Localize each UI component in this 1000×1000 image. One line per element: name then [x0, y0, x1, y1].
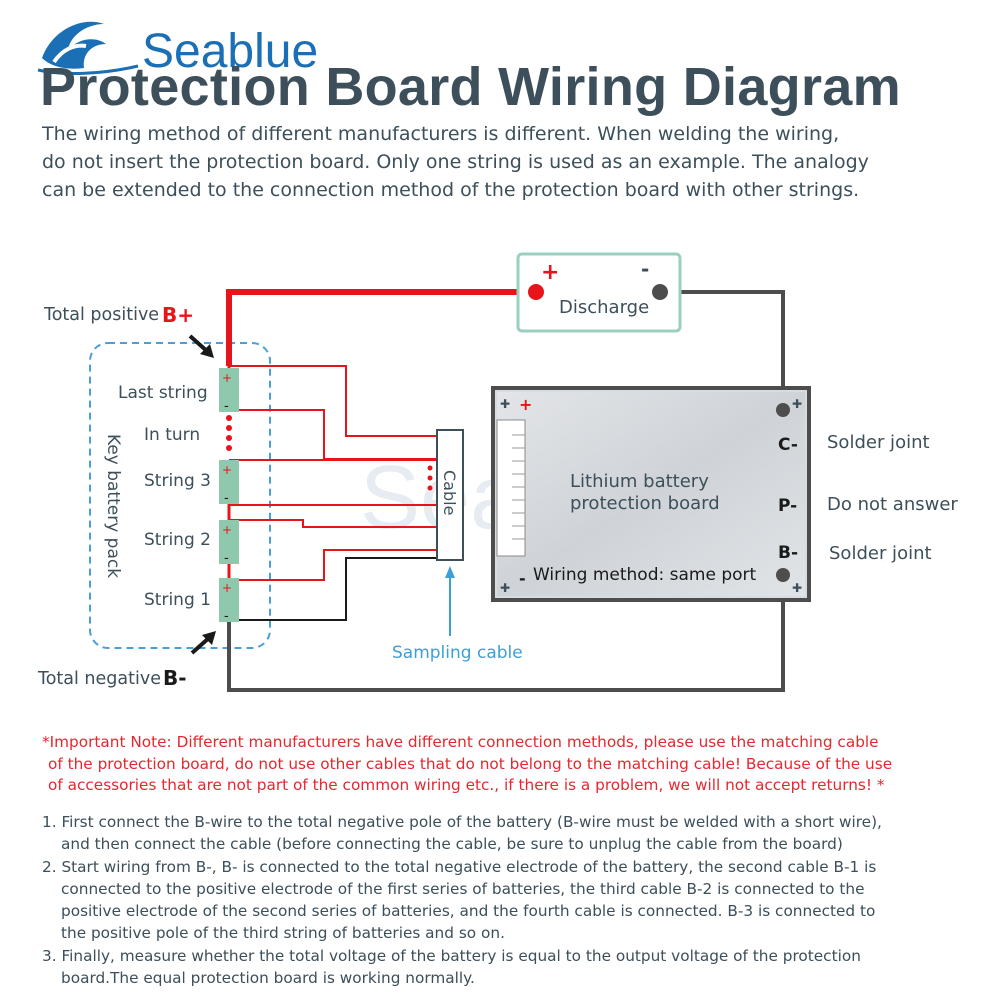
step-item: 3. Finally, measure whether the total vo…: [42, 947, 861, 987]
label-string-1: String 1: [144, 590, 211, 610]
pack-label: Key battery pack: [103, 434, 123, 578]
brand-name: Seablue: [142, 25, 319, 78]
cable-label: Cable: [440, 470, 459, 515]
arrow-total-positive-icon: [188, 334, 214, 358]
step-item: 1. First connect the B-wire to the total…: [42, 813, 882, 853]
label-in-turn: In turn: [144, 425, 200, 445]
discharge-minus-terminal: [652, 284, 668, 300]
cell-last: + -: [219, 368, 239, 414]
cable-connector: [436, 429, 464, 561]
intro-line: do not insert the protection board. Only…: [42, 151, 869, 173]
board-minus-sign: -: [519, 569, 526, 588]
discharge-plus-sign: +: [541, 260, 559, 285]
instruction-steps: 1. First connect the B-wire to the total…: [42, 811, 972, 990]
svg-text:-: -: [224, 491, 229, 506]
b-minus-terminal: [776, 568, 790, 582]
sampling-wire-2a: [229, 519, 437, 528]
protection-board-surface: [497, 392, 805, 596]
svg-text:+: +: [222, 581, 232, 595]
label-last-string: Last string: [118, 383, 208, 403]
svg-text:+: +: [222, 371, 232, 385]
intro-line: can be extended to the connection method…: [42, 179, 860, 201]
svg-text:-: -: [224, 609, 229, 624]
discharge-minus-wire: [660, 290, 785, 408]
total-negative-symbol: B-: [163, 666, 187, 690]
label-string-3: String 3: [144, 471, 211, 491]
sampling-arrowhead-icon: [445, 566, 455, 578]
svg-text:-: -: [224, 399, 229, 414]
sampling-wire-last: [229, 365, 437, 437]
svg-text:✚: ✚: [500, 397, 510, 411]
svg-text:✚: ✚: [792, 397, 802, 411]
arrow-total-negative-icon: [190, 631, 216, 655]
svg-text:+: +: [222, 463, 232, 477]
discharge-minus-sign: -: [641, 257, 649, 281]
page-title: Protection Board Wiring Diagram: [40, 57, 901, 117]
board-label-line2: protection board: [570, 493, 720, 514]
svg-text:✚: ✚: [500, 581, 510, 595]
board-label-line1: Lithium battery: [570, 471, 709, 492]
total-negative-label: Total negative: [37, 669, 161, 689]
total-positive-symbol: B+: [162, 303, 194, 327]
p-minus-label: P-: [778, 496, 797, 516]
cell-string-1: + -: [219, 578, 239, 624]
note-line: of accessories that are not part of the …: [48, 776, 885, 794]
note-line: of the protection board, do not use othe…: [48, 754, 893, 773]
battery-pack-outline: [89, 342, 271, 649]
cell-string-3: + -: [219, 460, 239, 506]
positive-main-wire: [226, 289, 536, 366]
negative-main-wire: [227, 578, 785, 692]
discharge-box: [516, 252, 682, 333]
board-corner-marks: ✚ ✚ ✚ ✚: [500, 397, 802, 595]
board-socket-pins: [512, 434, 525, 540]
solder-joint-label-2: Solder joint: [829, 543, 932, 564]
label-string-2: String 2: [144, 530, 211, 550]
solder-joint-label-1: Solder joint: [827, 432, 930, 453]
discharge-label: Discharge: [559, 297, 649, 318]
wiring-diagram: Seablue + - Discharge + - + - + -: [37, 252, 958, 692]
board-plus-sign: +: [519, 395, 532, 414]
do-not-answer-label: Do not answer: [827, 494, 958, 515]
svg-text:-: -: [224, 551, 229, 566]
wiring-method-label: Wiring method: same port: [533, 565, 757, 585]
c-minus-label: C-: [778, 435, 798, 455]
note-line: *Important Note: Different manufacturers…: [42, 733, 879, 751]
discharge-plus-terminal: [528, 284, 544, 300]
b-minus-label: B-: [778, 543, 798, 563]
in-turn-dots: [226, 415, 232, 451]
brand-logo: Seablue: [34, 10, 354, 80]
sampling-wire-2b: [229, 549, 437, 581]
c-minus-terminal: [776, 403, 790, 417]
cell-string-2: + -: [219, 520, 239, 566]
cable-dots: [427, 465, 433, 491]
sampling-wire-negative: [229, 557, 437, 621]
sampling-cable-label: Sampling cable: [392, 643, 523, 663]
board-socket: [496, 419, 526, 557]
svg-text:+: +: [222, 523, 232, 537]
intro-line: The wiring method of different manufactu…: [42, 123, 840, 145]
intro-text: The wiring method of different manufactu…: [42, 120, 942, 204]
wave-logo-icon: [37, 21, 139, 75]
total-positive-label: Total positive: [43, 305, 159, 325]
step-item: 2. Start wiring from B-, B- is connected…: [42, 858, 877, 942]
svg-text:✚: ✚: [792, 581, 802, 595]
important-note: *Important Note: Different manufacturers…: [42, 732, 962, 797]
